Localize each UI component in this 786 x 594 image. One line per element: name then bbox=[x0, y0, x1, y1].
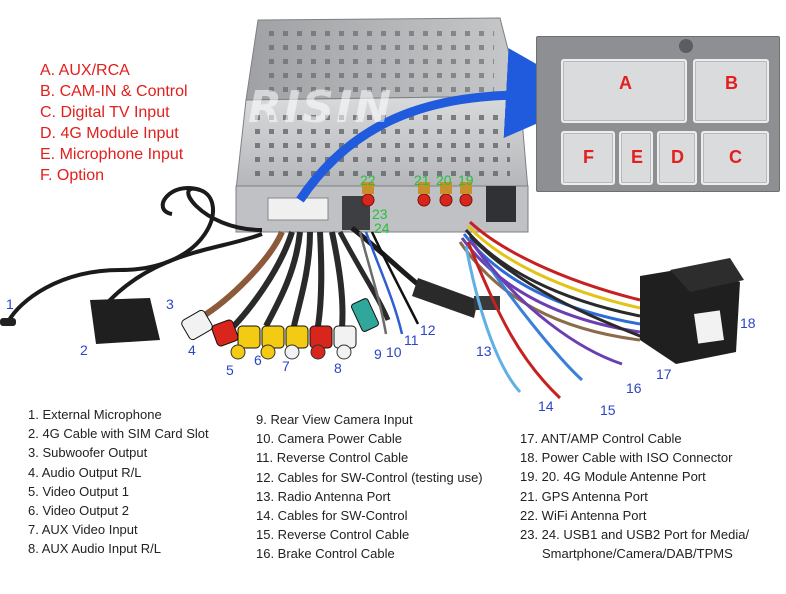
callout-1: 1 bbox=[6, 296, 14, 312]
list-item: 13. Radio Antenna Port bbox=[256, 488, 391, 504]
item-list-col-3: 17. ANT/AMP Control Cable 18. Power Cabl… bbox=[520, 429, 749, 563]
list-item: 16. Brake Control Cable bbox=[256, 546, 395, 562]
microphone bbox=[0, 318, 16, 326]
callout-22: 22 bbox=[360, 172, 376, 188]
list-item: 5. Video Output 1 bbox=[28, 483, 129, 499]
callout-4: 4 bbox=[188, 342, 196, 358]
callout-23: 23 bbox=[372, 206, 388, 222]
list-item: 15. Reverse Control Cable bbox=[256, 527, 410, 543]
watermark-text: ERISIN bbox=[216, 82, 394, 133]
antenna-ports bbox=[361, 182, 473, 207]
list-item: 3. Subwoofer Output bbox=[28, 445, 148, 461]
connector-f: F bbox=[561, 131, 615, 185]
iso-connector bbox=[640, 258, 744, 364]
callout-8: 8 bbox=[334, 360, 342, 376]
list-item: Smartphone/Camera/DAB/TPMS bbox=[542, 546, 733, 562]
connector-label-c: C bbox=[729, 147, 742, 167]
list-item: 8. AUX Audio Input R/L bbox=[28, 541, 161, 557]
callout-11: 11 bbox=[404, 332, 419, 348]
list-item: 10. Camera Power Cable bbox=[256, 431, 402, 447]
callout-13: 13 bbox=[476, 343, 492, 359]
callout-5: 5 bbox=[226, 362, 234, 378]
pointer-arrow bbox=[296, 48, 596, 203]
callout-6: 6 bbox=[254, 352, 262, 368]
list-item: 6. Video Output 2 bbox=[28, 503, 129, 519]
callout-10: 10 bbox=[386, 344, 402, 360]
list-item: 18. Power Cable with ISO Connector bbox=[520, 450, 733, 466]
port-legend-item: B. CAM-IN & Control bbox=[40, 83, 188, 100]
callout-17: 17 bbox=[656, 366, 672, 382]
connector-b: B bbox=[693, 59, 769, 123]
connector-inset-photo: A B F E D C bbox=[536, 36, 780, 192]
connector-e: E bbox=[619, 131, 653, 185]
callout-18: 18 bbox=[740, 315, 756, 331]
port-legend-item: F. Option bbox=[40, 167, 105, 184]
callout-7: 7 bbox=[282, 358, 290, 374]
list-item: 11. Reverse Control Cable bbox=[256, 450, 409, 466]
callout-3: 3 bbox=[166, 296, 174, 312]
port-legend-item: C. Digital TV Input bbox=[40, 104, 170, 121]
port-legend-item: A. AUX/RCA bbox=[40, 62, 130, 79]
item-list-col-1: 1. External Microphone 2. 4G Cable with … bbox=[28, 405, 209, 559]
list-item: 19. 20. 4G Module Antenne Port bbox=[520, 469, 706, 485]
connector-d: D bbox=[657, 131, 697, 185]
connector-label-d: D bbox=[671, 147, 684, 167]
list-item: 14. Cables for SW-Control bbox=[256, 508, 408, 524]
connector-label-a: A bbox=[619, 73, 632, 93]
item-list-col-2: 9. Rear View Camera Input 10. Camera Pow… bbox=[256, 410, 483, 564]
callout-15: 15 bbox=[600, 402, 616, 418]
head-unit bbox=[235, 17, 529, 233]
callout-24: 24 bbox=[374, 220, 390, 236]
connector-c: C bbox=[701, 131, 769, 185]
callout-2: 2 bbox=[80, 342, 88, 358]
port-legend-item: E. Microphone Input bbox=[40, 146, 184, 163]
callout-9: 9 bbox=[374, 346, 382, 362]
list-item: 2. 4G Cable with SIM Card Slot bbox=[28, 426, 209, 442]
list-item: 22. WiFi Antenna Port bbox=[520, 507, 647, 523]
connector-a: A bbox=[561, 59, 687, 123]
inset-screw bbox=[679, 39, 693, 53]
callout-16: 16 bbox=[626, 380, 642, 396]
connector-label-f: F bbox=[583, 147, 594, 167]
callout-14: 14 bbox=[538, 398, 554, 414]
list-item: 7. AUX Video Input bbox=[28, 522, 138, 538]
list-item: 23. 24. USB1 and USB2 Port for Media/ bbox=[520, 527, 750, 543]
callout-21: 21 bbox=[414, 172, 430, 188]
list-item: 12. Cables for SW-Control (testing use) bbox=[256, 469, 483, 485]
connector-label-e: E bbox=[631, 147, 644, 167]
callout-12: 12 bbox=[420, 322, 436, 338]
iso-harness-wires bbox=[458, 220, 651, 400]
list-item: 9. Rear View Camera Input bbox=[256, 412, 413, 427]
list-item: 4. Audio Output R/L bbox=[28, 464, 142, 480]
list-item: 17. ANT/AMP Control Cable bbox=[520, 431, 682, 446]
port-legend-item: D. 4G Module Input bbox=[40, 125, 179, 142]
rca-bundle bbox=[181, 230, 391, 360]
watermark-logo: ERISIN bbox=[216, 82, 393, 133]
port-legend: A. AUX/RCA B. CAM-IN & Control C. Digita… bbox=[40, 60, 188, 186]
sim-module bbox=[90, 298, 160, 344]
connector-label-b: B bbox=[725, 73, 738, 93]
callout-19: 19 bbox=[458, 172, 474, 188]
list-item: 1. External Microphone bbox=[28, 407, 162, 422]
loose-wires-mid bbox=[358, 231, 420, 335]
list-item: 21. GPS Antenna Port bbox=[520, 488, 648, 504]
callout-20: 20 bbox=[436, 172, 452, 188]
